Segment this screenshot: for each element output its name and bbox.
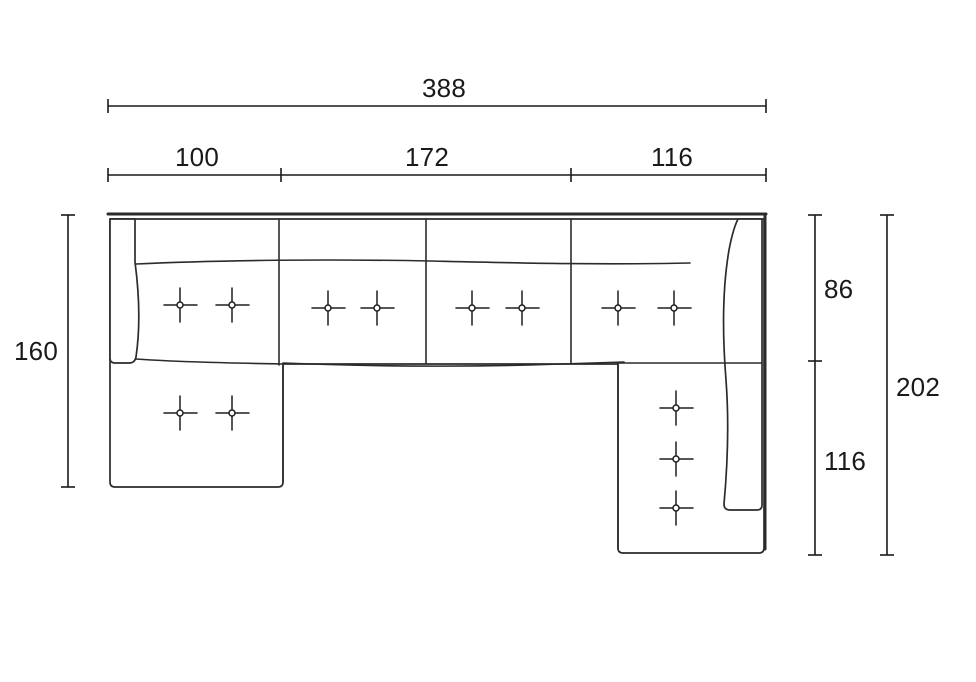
right-armrest <box>722 218 763 511</box>
overall-depth-dimension: 202 <box>880 214 940 556</box>
overall-width-label: 388 <box>422 73 466 103</box>
backrest-depth-label: 86 <box>824 274 853 304</box>
tuft-button <box>659 490 694 526</box>
overall-width-dimension: 388 <box>107 73 767 113</box>
left-depth-dimension: 160 <box>14 214 75 488</box>
tuft-button <box>601 290 636 326</box>
right-depth-dimension-chain: 86 116 <box>808 214 866 556</box>
backrest-seat-seam <box>135 259 691 265</box>
tuft-button <box>455 290 490 326</box>
left-chaise-width-label: 100 <box>175 142 219 172</box>
right-section-width-label: 116 <box>651 142 693 172</box>
left-depth-label: 160 <box>14 336 58 366</box>
sofa-body <box>106 212 768 554</box>
sofa-outer-silhouette <box>109 218 765 554</box>
overall-depth-label: 202 <box>896 372 940 402</box>
tuft-button <box>659 390 694 426</box>
seat-front-edge-seam <box>282 361 625 367</box>
center-seat-width-label: 172 <box>405 142 449 172</box>
tuft-button <box>360 290 395 326</box>
left-chaise-seam <box>135 358 284 365</box>
tuft-button <box>163 395 198 431</box>
tuft-button <box>659 441 694 477</box>
tuft-button <box>505 290 540 326</box>
tuft-button <box>163 287 198 323</box>
right-chaise-depth-label: 116 <box>824 446 866 476</box>
tuft-button <box>311 290 346 326</box>
tuft-button <box>215 287 250 323</box>
tuft-button <box>657 290 692 326</box>
left-armrest <box>109 218 140 364</box>
tuft-button <box>215 395 250 431</box>
segment-width-dimension-chain: 100 172 116 <box>107 142 767 182</box>
